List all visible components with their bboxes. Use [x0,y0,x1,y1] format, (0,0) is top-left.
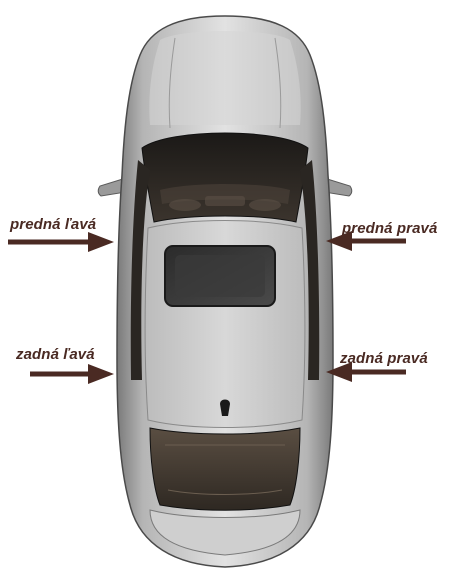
label-rear-left: zadná ľavá [16,346,95,363]
label-front-right: predná pravá [342,220,438,237]
rear-window [149,427,301,511]
windshield [141,132,309,223]
arrow-left-icon [326,362,406,382]
arrow-right-icon [8,232,114,252]
arrow-left-icon [326,231,406,251]
left-mirror [97,177,127,197]
right-mirror [323,177,353,197]
arrow-right-icon [30,364,114,384]
label-rear-right: zadná pravá [340,350,428,367]
label-front-left: predná ľavá [10,216,97,233]
